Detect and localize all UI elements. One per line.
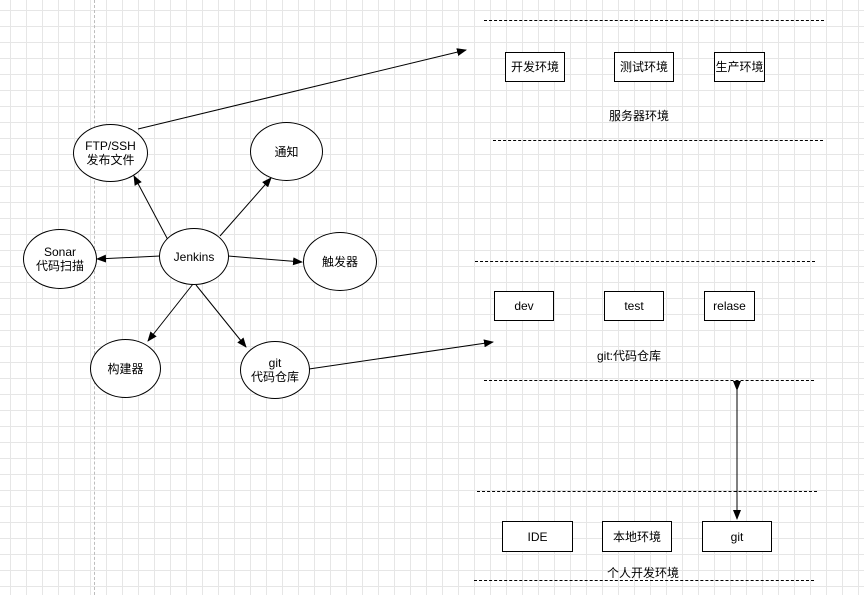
arrow-hub-to-trigger bbox=[227, 255, 303, 266]
arrow-hub-to-ftp bbox=[133, 175, 169, 241]
vertical-guide-line bbox=[94, 0, 95, 595]
git-env-box-relase[interactable]: relase bbox=[704, 291, 755, 321]
arrow-hub-to-builder bbox=[147, 283, 194, 342]
local-env-label: 个人开发环境 bbox=[606, 566, 679, 580]
local-env-top-divider bbox=[477, 491, 817, 492]
server-env-box-prod[interactable]: 生产环境 bbox=[714, 52, 765, 82]
arrow-hub-to-sonar bbox=[96, 254, 161, 263]
git-repo-node[interactable]: git 代码仓库 bbox=[240, 341, 310, 399]
local-env-box-local[interactable]: 本地环境 bbox=[602, 521, 672, 552]
git-env-bottom-divider bbox=[484, 380, 814, 381]
git-env-top-divider bbox=[475, 261, 815, 262]
sonar-node[interactable]: Sonar 代码扫描 bbox=[23, 229, 97, 289]
arrow-ftp-to-server-env bbox=[137, 48, 467, 130]
server-env-label: 服务器环境 bbox=[608, 109, 669, 123]
git-env-box-test[interactable]: test bbox=[604, 291, 664, 321]
git-env-box-dev[interactable]: dev bbox=[494, 291, 554, 321]
local-env-box-ide[interactable]: IDE bbox=[502, 521, 573, 552]
arrow-git-repo-to-git-env bbox=[308, 339, 494, 370]
server-env-top-divider bbox=[484, 20, 824, 21]
arrow-hub-to-git-repo bbox=[195, 284, 247, 348]
ftp-ssh-node[interactable]: FTP/SSH 发布文件 bbox=[73, 124, 148, 182]
builder-node[interactable]: 构建器 bbox=[90, 339, 161, 398]
local-env-bottom-divider bbox=[474, 580, 814, 581]
trigger-node[interactable]: 触发器 bbox=[303, 232, 377, 291]
arrow-hub-to-notify bbox=[219, 177, 272, 237]
local-env-box-git[interactable]: git bbox=[702, 521, 772, 552]
notify-node[interactable]: 通知 bbox=[250, 122, 323, 181]
git-env-label: git:代码仓库 bbox=[596, 349, 661, 363]
server-env-bottom-divider bbox=[493, 140, 823, 141]
server-env-box-test[interactable]: 测试环境 bbox=[614, 52, 674, 82]
server-env-box-dev[interactable]: 开发环境 bbox=[505, 52, 565, 82]
jenkins-node[interactable]: Jenkins bbox=[159, 228, 229, 285]
